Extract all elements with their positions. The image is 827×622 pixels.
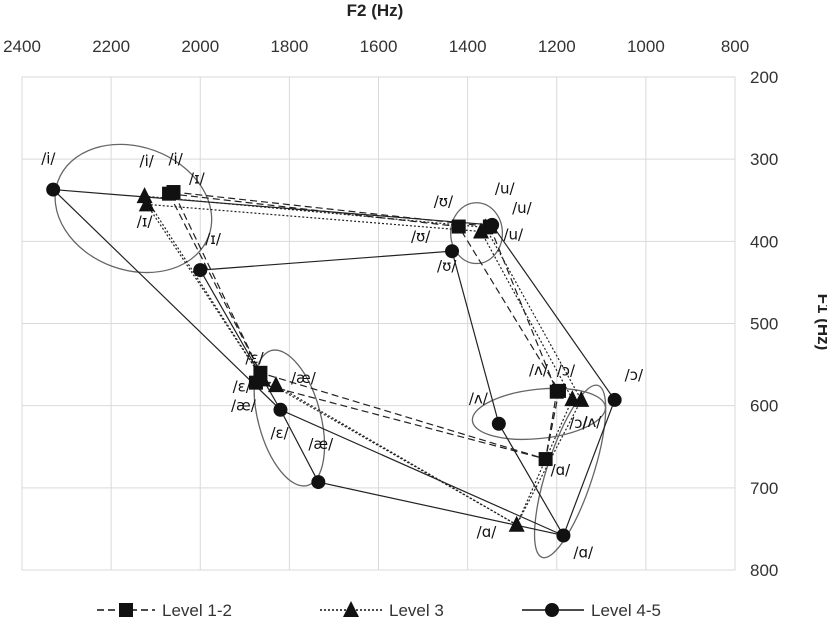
x-tick-label: 2400 [3,37,41,56]
vowel-label: /i/ [41,150,56,168]
y-axis-title: F1 (Hz) [814,294,827,351]
data-point-triangle [472,222,489,239]
vowel-ellipse [54,143,213,274]
data-point-circle [193,263,208,278]
series-line [199,250,565,537]
data-point-circle [607,392,622,407]
data-point-triangle [573,390,590,407]
series-line [146,203,574,526]
vowel-label: /æ/ [291,369,317,387]
vowel-label: /ʌ/ [582,413,602,431]
data-point-triangle [268,376,285,393]
vowel-label: /æ/ [231,397,257,415]
vowel-label: /ɔ/ [569,414,588,432]
grid [21,76,736,571]
legend-item-level-4-5: Level 4-5 [522,601,661,620]
vowel-label: /ɪ/ [205,230,222,248]
data-point-square [549,384,564,399]
x-tick-label: 2200 [92,37,130,56]
vowel-group-ellipses [54,143,607,559]
vowel-label: /ʊ/ [437,257,457,275]
x-tick-label: 1400 [449,37,487,56]
vowel-label: /ʊ/ [411,227,431,245]
legend-label-level-4-5: Level 4-5 [591,601,661,620]
data-point-circle [46,182,61,197]
data-point-circle [445,244,460,259]
vowel-label: /ɑ/ [477,523,498,541]
legend-label-level-1-2: Level 1-2 [162,601,232,620]
data-point-circle [273,402,288,417]
data-point-circle [556,528,571,543]
data-point-triangle [254,370,271,387]
data-point-triangle [508,515,525,532]
vowel-label: /u/ [512,199,533,217]
vowel-label: /ɪ/ [137,212,154,230]
plot-area-border [21,76,736,571]
vowel-label: /u/ [503,225,524,243]
vowel-label: /ʌ/ [469,390,489,408]
x-axis-title: F2 (Hz) [347,1,404,20]
legend-item-level-3: Level 3 [320,601,444,620]
x-axis-ticks: 2400 2200 2000 1800 1600 1400 1200 1000 800 [3,37,749,56]
vowel-label: /ɛ/ [245,349,264,367]
x-tick-label: 1800 [270,37,308,56]
vowel-labels: /i//i//i//ɪ//ɪ//ɪ//ʊ//u//u//u//ʊ//ʊ//ɛ//… [41,150,644,562]
legend-label-level-3: Level 3 [389,601,444,620]
data-point-circle [311,475,326,490]
vowel-label: /ɪ/ [189,170,206,188]
data-point-triangle [138,195,155,212]
y-tick-label: 400 [750,232,778,251]
vowel-label: /ɛ/ [270,424,289,442]
legend-triangle-marker [343,601,359,617]
x-tick-label: 800 [721,37,749,56]
legend-item-level-1-2: Level 1-2 [97,601,232,620]
x-tick-label: 1200 [538,37,576,56]
data-markers [46,182,622,543]
vowel-label: /i/ [140,152,155,170]
vowel-label: /i/ [169,150,184,168]
series-line [168,193,560,460]
y-tick-label: 700 [750,479,778,498]
vowel-label: /ɑ/ [573,543,594,561]
data-point-square [162,186,177,201]
x-tick-label: 2000 [181,37,219,56]
vowel-label: /ɛ/ [233,377,252,395]
legend-circle-marker [545,603,559,617]
vowel-label: /ɔ/ [625,366,644,384]
y-tick-label: 600 [750,397,778,416]
x-tick-label: 1600 [360,37,398,56]
vowel-label: /æ/ [308,435,334,453]
data-point-square [451,219,466,234]
data-point-square [538,452,553,467]
legend: Level 1-2 Level 3 Level 4-5 [97,601,661,620]
y-tick-label: 200 [750,68,778,87]
data-point-circle [485,217,500,232]
vowel-ellipse [450,202,504,265]
legend-square-marker [119,603,133,617]
vowel-label: /ɑ/ [551,461,572,479]
y-tick-label: 500 [750,315,778,334]
vowel-label: /ɔ/ [557,362,576,380]
y-tick-label: 800 [750,561,778,580]
y-axis-ticks: 200 300 400 500 600 700 800 [750,68,778,580]
vowel-label: /u/ [495,180,516,198]
x-tick-label: 1000 [627,37,665,56]
vowel-label: /ʊ/ [434,193,454,211]
y-tick-label: 300 [750,150,778,169]
data-point-circle [491,416,506,431]
vowel-label: /ʌ/ [529,361,549,379]
